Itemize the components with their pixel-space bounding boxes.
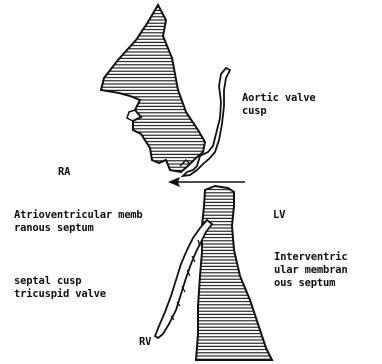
label-av-membranous-septum: Atrioventricular memb ranous septum	[14, 209, 143, 235]
label-septal-cusp: septal cusp tricuspid valve	[14, 275, 106, 301]
label-lv: LV	[273, 209, 285, 222]
aortic-root-wall	[101, 5, 205, 172]
atrial-wall-notch	[127, 110, 135, 121]
label-rv: RV	[139, 336, 151, 349]
label-ra: RA	[58, 166, 70, 179]
label-aortic-valve-cusp: Aortic valve cusp	[242, 92, 315, 118]
interventricular-septum	[196, 186, 272, 360]
label-interventricular-membranous-septum: Interventric ular membran ous septum	[274, 251, 347, 290]
